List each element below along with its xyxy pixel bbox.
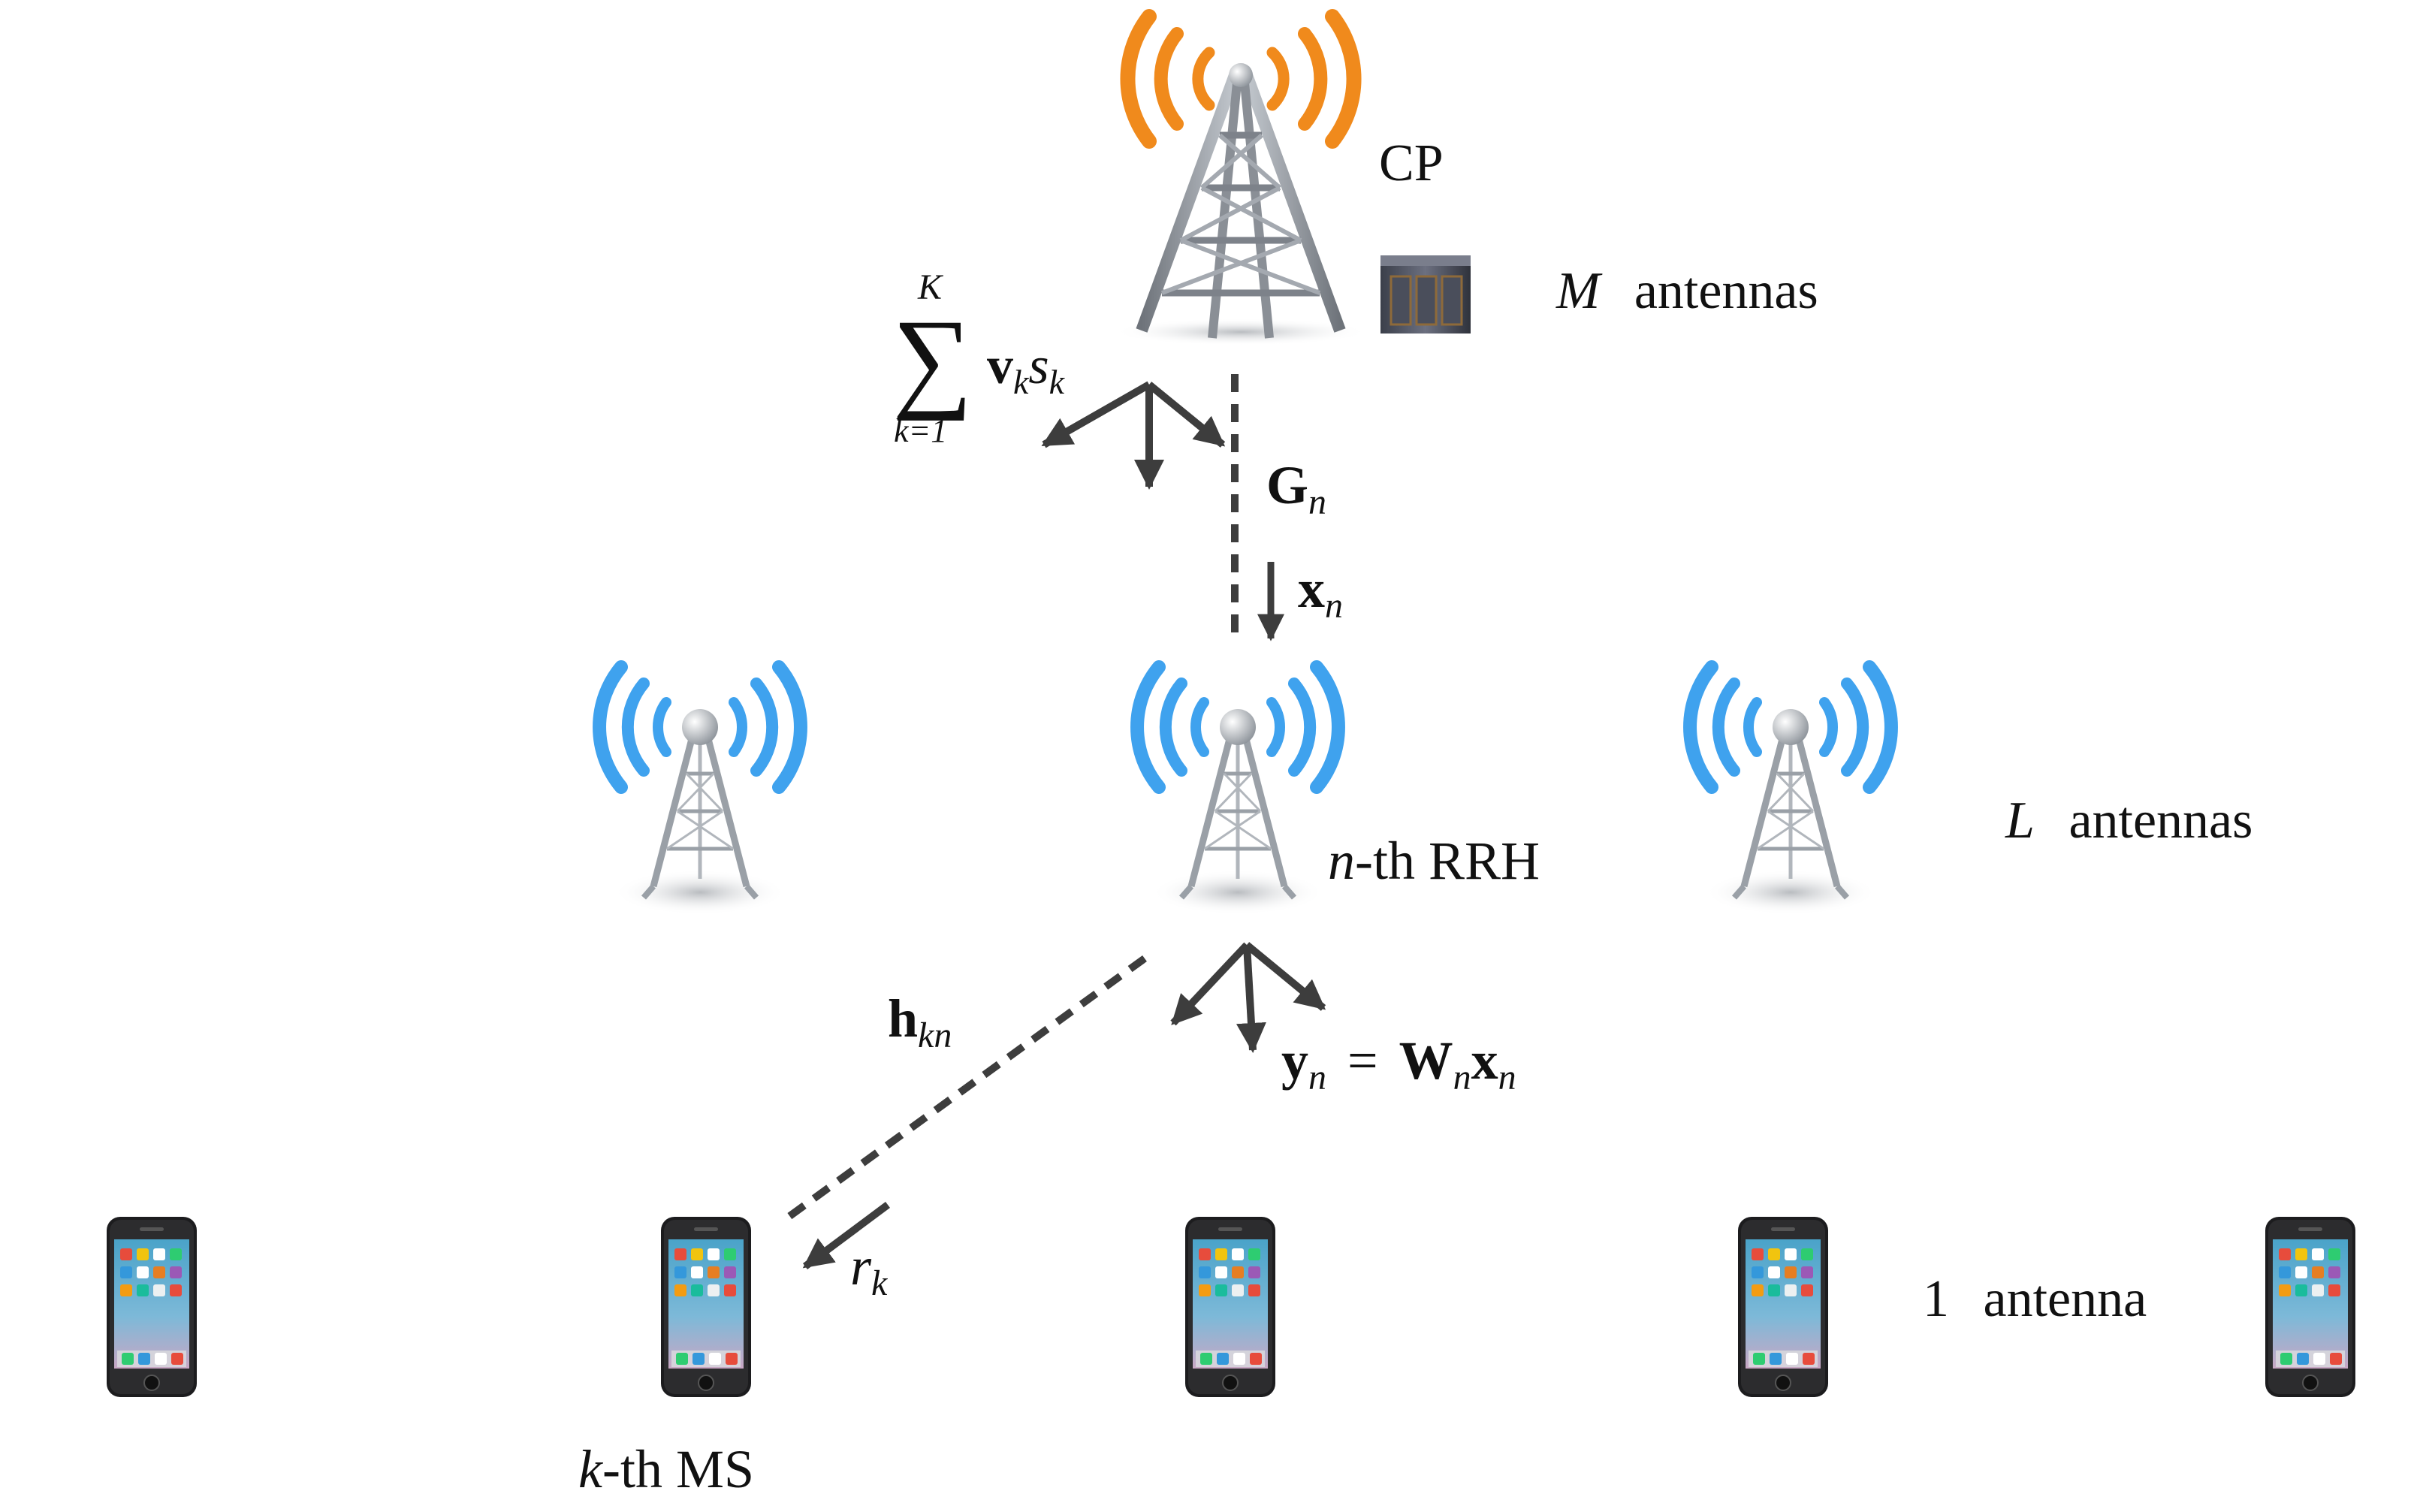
phone-icon-3: [1184, 1216, 1276, 1398]
rrh-output-equation: yn=Wnxn: [1281, 1031, 1516, 1097]
access-h-sub: kn: [918, 1016, 952, 1055]
sum-s-sub: k: [1049, 363, 1066, 401]
received-r-sub: k: [871, 1263, 889, 1303]
phone-icon-2-kth-ms: [660, 1216, 752, 1398]
cp-label: CP: [1379, 134, 1444, 192]
fronthaul-G: G: [1266, 455, 1308, 515]
fronthaul-x: x: [1298, 559, 1325, 619]
rrh-label-n: n: [1328, 831, 1355, 891]
eq-y: y: [1281, 1031, 1308, 1091]
fronthaul-channel-label: Gn: [1266, 455, 1326, 522]
cp-antennas-var: M: [1555, 262, 1603, 320]
received-r: r: [850, 1236, 872, 1296]
sum-upper-limit: K: [917, 267, 944, 307]
fronthaul-G-sub: n: [1308, 482, 1326, 522]
ms-label-rest: -th MS: [602, 1439, 754, 1499]
eq-y-sub: n: [1308, 1058, 1326, 1097]
precoding-sum-formula: K ∑ k=1 vksk: [892, 267, 1066, 449]
eq-W: W: [1399, 1031, 1453, 1091]
phone-icon-1: [106, 1216, 198, 1398]
ms-label: k-th MS: [578, 1439, 754, 1499]
received-signal-label: rk: [850, 1236, 889, 1303]
access-h: h: [888, 988, 918, 1049]
fronthaul-x-sub: n: [1325, 586, 1343, 626]
phone-icon-5: [2265, 1216, 2356, 1398]
rrh-label: n-th RRH: [1328, 831, 1540, 891]
rrh-label-rest: -th RRH: [1355, 831, 1540, 891]
sum-body: vksk: [987, 337, 1066, 401]
rrh-tower-icon-left: [599, 667, 801, 915]
eq-equals: =: [1347, 1031, 1378, 1091]
cp-radiation-arrows: [1041, 381, 1226, 490]
cp-arrow-left: [1041, 381, 1151, 448]
rrh-tower-icon-right: [1690, 667, 1891, 915]
fronthaul-signal-label: xn: [1298, 559, 1343, 626]
phone-icon-4: [1737, 1216, 1829, 1398]
cp-antennas-word: antennas: [1634, 262, 1818, 320]
eq-W-sub: n: [1453, 1058, 1471, 1097]
eq-x: x: [1471, 1031, 1498, 1091]
sum-lower-limit: k=1: [894, 412, 947, 449]
rrh-radiation-arrows: [1170, 942, 1326, 1053]
access-channel-label: hkn: [888, 988, 952, 1055]
eq-x-sub: n: [1498, 1058, 1516, 1097]
sum-symbol: ∑: [892, 297, 973, 421]
ms-antennas-word: antenna: [1984, 1270, 2147, 1328]
server-icon: [1380, 255, 1471, 333]
ms-label-k: k: [578, 1439, 604, 1499]
rrh-antennas-var: L: [2005, 792, 2035, 850]
sum-v-sub: k: [1013, 363, 1030, 401]
rrh-arrow-right: [1244, 942, 1326, 1011]
rrh-arrow-left: [1170, 942, 1250, 1026]
ms-antennas-count: 1: [1923, 1270, 1949, 1328]
access-link-dashed: [786, 955, 1147, 1221]
sum-v: v: [987, 337, 1013, 395]
rrh-tower-icon-center: [1137, 667, 1338, 915]
sum-s: s: [1028, 337, 1049, 395]
cp-antennas-label: M antennas: [1555, 262, 1818, 320]
rrh-antennas-word: antennas: [2068, 792, 2253, 850]
cp-tower-icon: [1113, 9, 1368, 346]
received-signal-arrow: [802, 1201, 890, 1270]
rrh-antennas-label: L antennas: [2005, 792, 2253, 850]
cp-arrow-right: [1146, 382, 1226, 448]
ms-antennas-label: 1 antenna: [1923, 1270, 2147, 1328]
rrh-arrow-down: [1236, 944, 1266, 1053]
